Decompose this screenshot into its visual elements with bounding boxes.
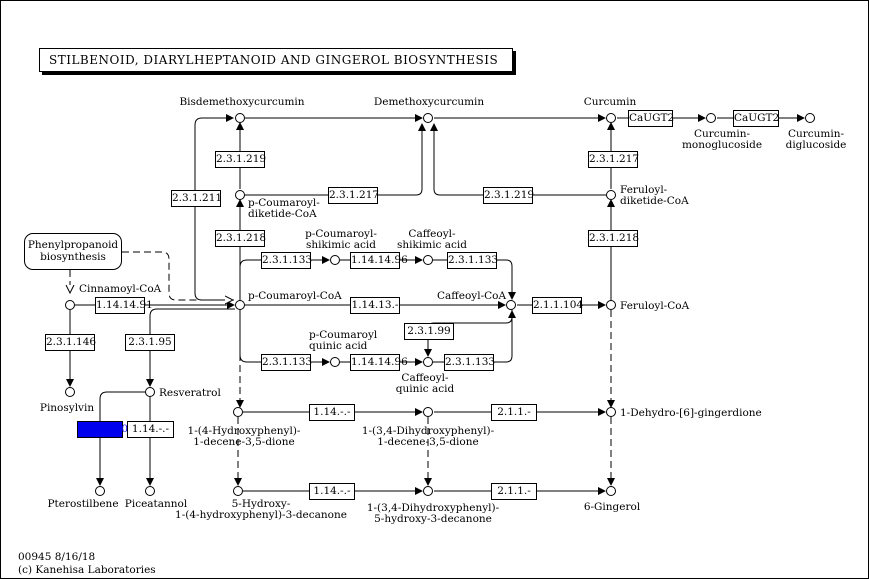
compound-dihydroxyphenyl-decenedione[interactable] xyxy=(423,407,433,417)
compound-hydroxy-decanone[interactable] xyxy=(233,486,243,496)
compound-cinnamoyl-coa[interactable] xyxy=(65,300,75,310)
enzyme-2-1-1-gingerol[interactable]: 2.1.1.- xyxy=(491,483,537,500)
label-bisdemethoxycurcumin: Bisdemethoxycurcumin xyxy=(179,96,305,108)
label-caffeoyl-shikimic-acid: Caffeoyl-shikimic acid xyxy=(397,228,467,251)
compound-feruloyl-coa[interactable] xyxy=(606,300,616,310)
label-caffeoyl-coa: Caffeoyl-CoA xyxy=(437,290,507,302)
compound-curcumin[interactable] xyxy=(606,113,616,123)
enzyme-2-3-1-95[interactable]: 2.3.1.95 xyxy=(125,334,175,351)
enzyme-2-3-1-99[interactable]: 2.3.1.99 xyxy=(404,323,454,340)
label-caffeoyl-quinic-acid: Caffeoyl-quinic acid xyxy=(395,372,455,395)
label-resveratrol: Resveratrol xyxy=(159,387,221,399)
compound-piceatannol[interactable] xyxy=(145,486,155,496)
compound-caffeoyl-coa[interactable] xyxy=(506,300,516,310)
map-link-line-2: biosynthesis xyxy=(40,251,106,263)
enzyme-2-3-1-211[interactable]: 2.3.1.211 xyxy=(171,190,222,207)
enzyme-2-3-1-219-right[interactable]: 2.3.1.219 xyxy=(483,187,534,204)
compound-p-coumaroyl-quinic-acid[interactable] xyxy=(330,357,340,367)
compound-bisdemethoxycurcumin[interactable] xyxy=(235,113,245,123)
compound-caffeoyl-shikimic-acid[interactable] xyxy=(423,255,433,265)
enzyme-1-14-14-96-quinic[interactable]: 1.14.14.96 xyxy=(350,354,408,371)
enzyme-2-3-1-217[interactable]: 2.3.1.217 xyxy=(328,187,379,204)
compound-curcumin-monoglucoside[interactable] xyxy=(706,113,716,123)
label-hydroxy-decanone: 5-Hydroxy-1-(4-hydroxyphenyl)-3-decanone xyxy=(175,498,347,521)
pathway-title: STILBENOID, DIARYLHEPTANOID AND GINGEROL… xyxy=(39,48,513,72)
map-link-phenylpropanoid[interactable]: Phenylpropanoid biosynthesis xyxy=(24,233,122,270)
label-pterostilbene: Pterostilbene xyxy=(47,498,119,510)
enzyme-2-3-1-133-quinic[interactable]: 2.3.1.133 xyxy=(261,354,312,371)
enzyme-1-14-decanone[interactable]: 1.14.-.- xyxy=(309,483,355,500)
label-feruloyl-coa: Feruloyl-CoA xyxy=(620,300,690,312)
copyright: (c) Kanehisa Laboratories xyxy=(18,564,156,576)
compound-6-gingerol[interactable] xyxy=(606,486,616,496)
label-curcumin: Curcumin xyxy=(583,96,637,108)
enzyme-1-14-14-91[interactable]: 1.14.14.91 xyxy=(95,297,153,314)
label-feruloyl-diketide-coa: Feruloyl-diketide-CoA xyxy=(620,184,689,207)
enzyme-caugt2-2[interactable]: CaUGT2 xyxy=(733,110,779,127)
compound-pterostilbene[interactable] xyxy=(95,486,105,496)
label-curcumin-monoglucoside: Curcumin-monoglucoside xyxy=(681,128,763,151)
compound-p-coumaroyl-diketide-coa[interactable] xyxy=(235,190,245,200)
label-p-coumaroyl-coa: p-Coumaroyl-CoA xyxy=(248,290,342,302)
enzyme-2-3-1-133-caffeoyl-shikimic[interactable]: 2.3.1.133 xyxy=(447,252,498,269)
compound-dehydro-gingerdione[interactable] xyxy=(606,407,616,417)
compound-dihydroxy-decanone[interactable] xyxy=(423,486,433,496)
enzyme-2-1-1-gingerdione[interactable]: 2.1.1.- xyxy=(491,404,537,421)
label-pinosylvin: Pinosylvin xyxy=(39,402,95,414)
label-cinnamoyl-coa: Cinnamoyl-CoA xyxy=(79,283,162,295)
compound-pinosylvin[interactable] xyxy=(65,387,75,397)
enzyme-caugt2-1[interactable]: CaUGT2 xyxy=(628,110,674,127)
enzyme-2-1-1-highlighted[interactable]: 2.1.1.240 xyxy=(77,421,128,438)
enzyme-2-3-1-219[interactable]: 2.3.1.219 xyxy=(215,151,266,168)
enzyme-2-3-1-218-right[interactable]: 2.3.1.218 xyxy=(588,230,639,247)
enzyme-2-3-1-218[interactable]: 2.3.1.218 xyxy=(215,230,266,247)
enzyme-2-1-1-104[interactable]: 2.1.1.104 xyxy=(532,297,583,314)
enzyme-2-3-1-133-caffeoyl-quinic[interactable]: 2.3.1.133 xyxy=(444,354,495,371)
label-dehydro-gingerdione: 1-Dehydro-[6]-gingerdione xyxy=(620,407,762,419)
map-link-line-1: Phenylpropanoid xyxy=(27,239,119,251)
label-hydroxyphenyl-decenedione: 1-(4-Hydroxyphenyl)-1-decene-3,5-dione xyxy=(187,425,301,448)
compound-caffeoyl-quinic-acid[interactable] xyxy=(423,357,433,367)
label-curcumin-diglucoside: Curcumin-diglucoside xyxy=(785,128,847,151)
enzyme-1-14-13[interactable]: 1.14.13.- xyxy=(350,297,400,314)
label-p-coumaroyl-shikimic-acid: p-Coumaroyl-shikimic acid xyxy=(305,228,377,251)
compound-demethoxycurcumin[interactable] xyxy=(423,113,433,123)
enzyme-2-3-1-146[interactable]: 2.3.1.146 xyxy=(45,334,96,351)
compound-p-coumaroyl-coa[interactable] xyxy=(235,300,245,310)
compound-curcumin-diglucoside[interactable] xyxy=(805,113,815,123)
compound-resveratrol[interactable] xyxy=(145,387,155,397)
enzyme-2-3-1-217-right[interactable]: 2.3.1.217 xyxy=(588,151,639,168)
compound-feruloyl-diketide-coa[interactable] xyxy=(606,190,616,200)
label-dihydroxyphenyl-decenedione: 1-(3,4-Dihydroxyphenyl)-1-decene-3,5-dio… xyxy=(361,425,495,448)
label-dihydroxy-decanone: 1-(3,4-Dihydroxyphenyl)-5-hydroxy-3-deca… xyxy=(366,502,500,525)
label-piceatannol: Piceatannol xyxy=(124,498,188,510)
label-demethoxycurcumin: Demethoxycurcumin xyxy=(373,96,485,108)
enzyme-2-3-1-133-shikimic[interactable]: 2.3.1.133 xyxy=(261,252,312,269)
compound-p-coumaroyl-shikimic-acid[interactable] xyxy=(330,255,340,265)
map-code-date: 00945 8/16/18 xyxy=(18,551,96,563)
enzyme-1-14-14-96-shikimic[interactable]: 1.14.14.96 xyxy=(350,252,408,269)
label-6-gingerol: 6-Gingerol xyxy=(583,501,641,513)
enzyme-1-14-gingerdione[interactable]: 1.14.-.- xyxy=(309,404,355,421)
enzyme-1-14-piceatannol[interactable]: 1.14.-.- xyxy=(127,421,174,438)
label-p-coumaroyl-diketide-coa: p-Coumaroyl-diketide-CoA xyxy=(248,197,320,220)
compound-hydroxyphenyl-decenedione[interactable] xyxy=(233,407,243,417)
